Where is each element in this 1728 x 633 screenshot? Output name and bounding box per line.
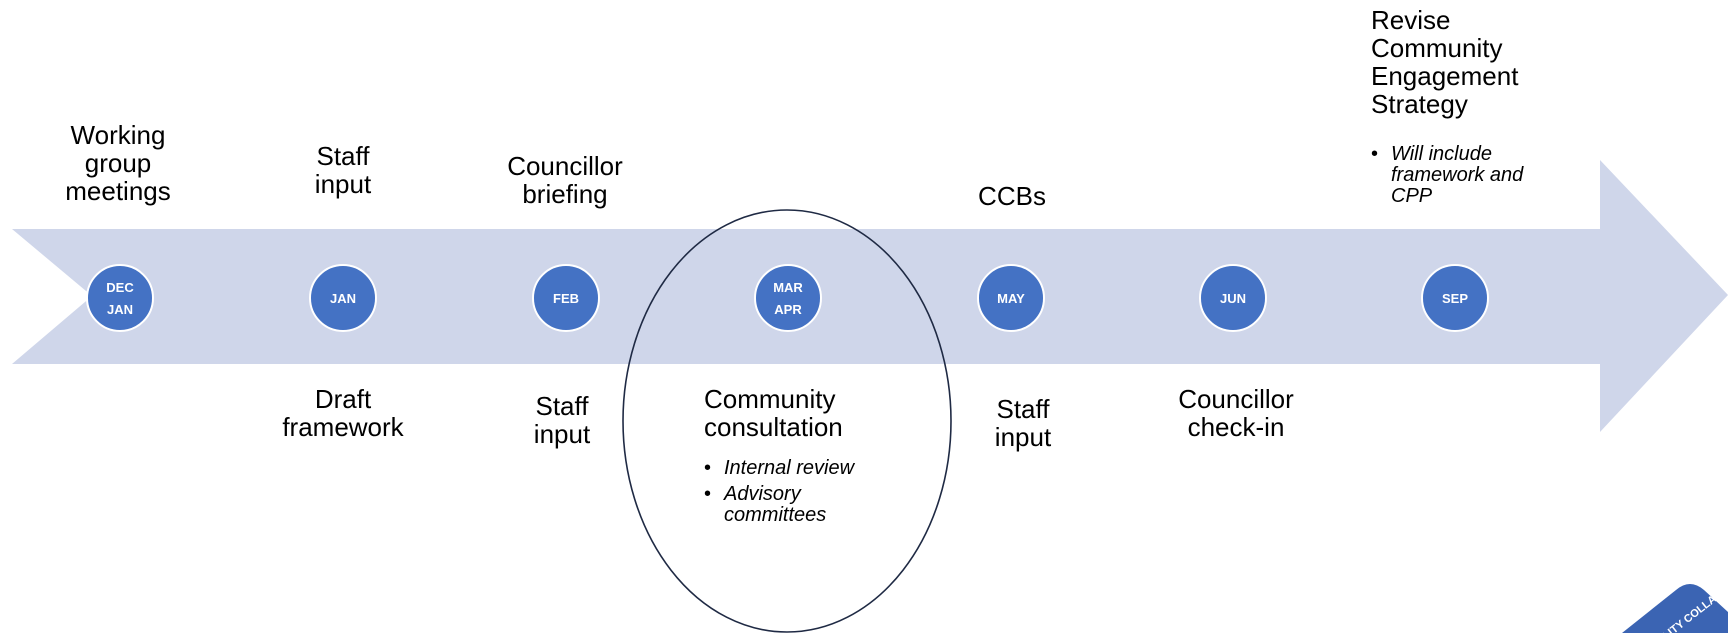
label-line: framework — [282, 412, 404, 442]
label-line: Staff — [316, 141, 370, 171]
label-line: Draft — [314, 384, 372, 414]
milestone-circle — [532, 264, 600, 332]
note-line: Internal review — [724, 457, 855, 479]
bullet-dot: • — [1371, 143, 1379, 165]
milestone-circle — [977, 264, 1045, 332]
note-line: CPP — [1391, 185, 1433, 207]
list-item: • Advisory committees — [704, 484, 904, 526]
label-staff-input-may: Staff input — [995, 395, 1051, 451]
milestone-month-label: JAN — [330, 291, 356, 306]
milestone-circle — [754, 264, 822, 332]
label-line: Working — [70, 120, 166, 150]
label-ccbs: CCBs — [978, 182, 1046, 210]
label-line: meetings — [65, 176, 171, 206]
milestone-month-label: FEB — [553, 291, 579, 306]
milestone-circle — [1199, 264, 1267, 332]
label-community-consultation: Community consultation — [704, 385, 843, 441]
label-councillor-check-in: Councillor check-in — [1178, 385, 1294, 441]
timeline-arrow — [12, 160, 1728, 432]
note-line: Will include — [1391, 143, 1492, 165]
label-staff-input-jan: Staff input — [315, 142, 371, 198]
milestone-month-label: JAN — [107, 302, 133, 317]
label-line: group — [84, 148, 152, 178]
label-line: Councillor — [1178, 384, 1294, 414]
label-staff-input-feb: Staff input — [534, 392, 590, 448]
note-line: Advisory — [724, 483, 801, 505]
label-working-group-meetings: Working group meetings — [65, 121, 171, 205]
label-line: Staff — [996, 394, 1050, 424]
milestone-month-label: MAY — [997, 291, 1025, 306]
milestone-group: DEC JAN JAN FEB MAR APR MAY JUN SEP — [86, 264, 1489, 332]
list-item: • Internal review — [704, 458, 904, 479]
consultation-notes-list: • Internal review • Advisory committees — [704, 458, 904, 531]
note-line: committees — [724, 504, 827, 526]
label-line: Community — [704, 384, 836, 414]
badge-logo: ILITY COLLA — [1622, 584, 1728, 633]
label-line: CCBs — [978, 181, 1046, 211]
label-line: input — [533, 419, 591, 449]
milestone: JUN — [1199, 264, 1267, 332]
consultation-highlight-ellipse — [622, 209, 952, 633]
milestone: DEC JAN — [86, 264, 154, 332]
milestone-month-label: APR — [774, 302, 802, 317]
milestone-circle — [309, 264, 377, 332]
milestone-month-label: SEP — [1442, 291, 1468, 306]
milestone: SEP — [1421, 264, 1489, 332]
label-line: input — [314, 169, 372, 199]
milestone-month-label: JUN — [1220, 291, 1246, 306]
list-item: • Will include framework and CPP — [1371, 144, 1551, 207]
milestone-circle — [1421, 264, 1489, 332]
note-line: framework and — [1391, 164, 1524, 186]
label-line: Engagement — [1371, 61, 1519, 91]
milestone-circle — [86, 264, 154, 332]
label-line: briefing — [522, 179, 608, 209]
label-draft-framework: Draft framework — [282, 385, 403, 441]
milestone: MAY — [977, 264, 1045, 332]
label-line: consultation — [704, 412, 843, 442]
logo-badge-shape — [1622, 584, 1728, 633]
label-line: Community — [1371, 33, 1503, 63]
milestone-month-label: DEC — [106, 280, 134, 295]
label-line: Staff — [535, 391, 589, 421]
label-line: Revise — [1371, 5, 1451, 35]
milestone: MAR APR — [754, 264, 822, 332]
milestone: JAN — [309, 264, 377, 332]
label-revise-strategy: Revise Community Engagement Strategy — [1371, 6, 1518, 118]
milestone-month-label: MAR — [773, 280, 803, 295]
label-line: Strategy — [1371, 89, 1468, 119]
label-line: input — [994, 422, 1052, 452]
label-line: check-in — [1187, 412, 1285, 442]
strategy-notes-list: • Will include framework and CPP — [1371, 144, 1551, 212]
label-councillor-briefing: Councillor briefing — [507, 152, 623, 208]
bullet-dot: • — [704, 457, 712, 479]
bullet-dot: • — [704, 483, 712, 505]
label-line: Councillor — [507, 151, 623, 181]
milestone: FEB — [532, 264, 600, 332]
